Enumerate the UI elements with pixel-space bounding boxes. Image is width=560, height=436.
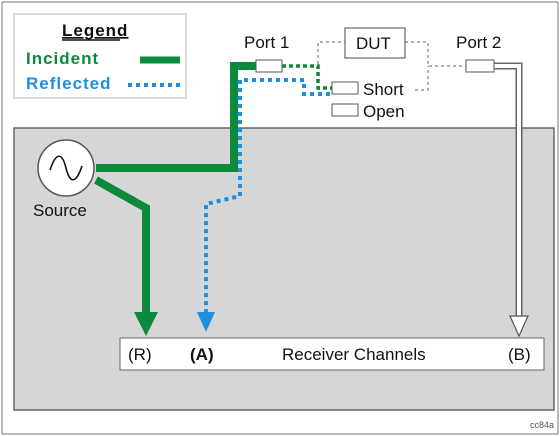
short-open-link-dashed <box>415 66 429 91</box>
port1-label: Port 1 <box>244 33 289 52</box>
port2-label: Port 2 <box>456 33 501 52</box>
legend: Legend Incident Reflected <box>13 13 187 99</box>
reflected-path <box>204 78 330 312</box>
legend-reflected-label: Reflected <box>26 74 112 93</box>
open-standard <box>331 103 359 117</box>
incident-path-to-port1 <box>96 62 256 172</box>
source-label: Source <box>33 201 87 220</box>
dut-label: DUT <box>356 34 391 53</box>
port1-to-dut-dashed <box>317 41 345 64</box>
port2-arrow-head <box>509 315 529 338</box>
legend-title: Legend <box>62 21 128 40</box>
port2-connector <box>465 59 495 73</box>
incident-arrow-head <box>134 312 158 336</box>
port1-connector <box>255 59 283 73</box>
receiver-channels-box <box>119 337 545 371</box>
incident-path-to-channel-r <box>94 176 150 316</box>
open-label: Open <box>363 102 405 121</box>
port2-signal-path <box>494 62 529 338</box>
sine-wave-icon <box>49 155 83 181</box>
reflected-arrow-head <box>197 312 215 332</box>
channel-r-label: (R) <box>128 345 152 364</box>
channel-a-label: (A) <box>190 345 214 364</box>
legend-incident-label: Incident <box>26 49 99 68</box>
short-label: Short <box>363 80 404 99</box>
dut-box <box>344 27 406 59</box>
short-standard <box>331 81 359 95</box>
channel-b-label: (B) <box>508 345 531 364</box>
dut-to-port2-dashed <box>405 41 466 67</box>
dut-connections <box>317 41 466 91</box>
incident-path-to-short <box>282 64 332 90</box>
legend-box <box>13 13 187 99</box>
figure-code: cc84a <box>530 420 554 430</box>
receiver-channels-label: Receiver Channels <box>282 345 426 364</box>
